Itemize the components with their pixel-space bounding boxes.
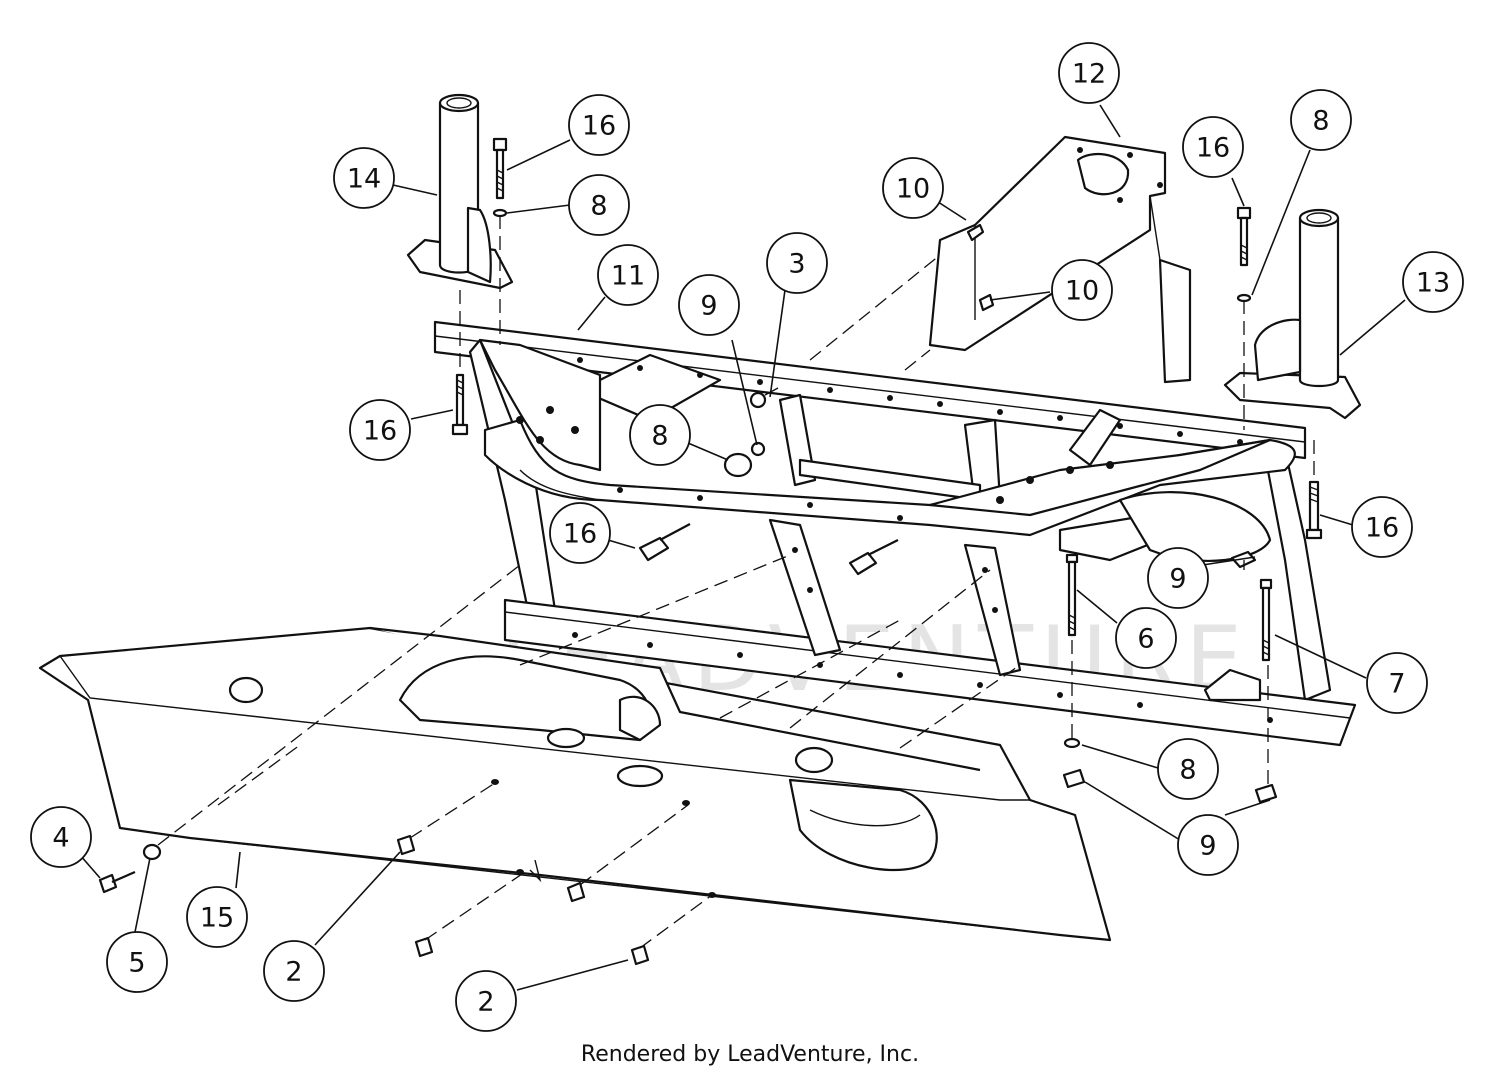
callout-10: 10 [882,157,944,219]
svg-text:10: 10 [896,174,930,205]
svg-text:16: 16 [363,416,397,447]
callout-16: 16 [349,399,411,461]
main-frame [433,320,1357,747]
svg-text:2: 2 [285,957,302,988]
leader-lines [79,104,1406,991]
svg-text:16: 16 [1365,513,1399,544]
svg-text:16: 16 [1196,133,1230,164]
svg-text:9: 9 [1199,831,1216,862]
left-spindle-mount [406,93,514,290]
svg-text:8: 8 [1179,755,1196,786]
callout-8: 8 [568,174,630,236]
svg-text:16: 16 [582,111,616,142]
svg-text:9: 9 [1169,564,1186,595]
svg-text:3: 3 [788,249,805,280]
callout-11: 11 [597,244,659,306]
callout-9: 9 [1147,547,1209,609]
svg-text:9: 9 [700,291,717,322]
svg-text:8: 8 [1312,106,1329,137]
callout-4: 4 [30,806,92,868]
callout-16: 16 [1351,496,1413,558]
callout-9: 9 [1177,814,1239,876]
svg-text:14: 14 [347,164,381,195]
hardware [98,137,1323,966]
svg-text:4: 4 [52,823,69,854]
callout-16: 16 [549,502,611,564]
svg-text:13: 13 [1416,268,1450,299]
callout-2: 2 [455,970,517,1032]
svg-text:2: 2 [477,987,494,1018]
svg-text:8: 8 [590,191,607,222]
callout-8: 8 [1157,738,1219,800]
callout-16: 16 [1182,116,1244,178]
upper-bracket [928,135,1192,384]
callout-3: 3 [766,232,828,294]
svg-text:6: 6 [1137,624,1154,655]
right-spindle-mount [1223,208,1362,420]
callout-6: 6 [1115,607,1177,669]
callout-9: 9 [678,274,740,336]
svg-text:5: 5 [128,948,145,979]
callout-13: 13 [1402,251,1464,313]
callout-12: 12 [1058,42,1120,104]
callout-7: 7 [1366,652,1428,714]
svg-text:16: 16 [563,519,597,550]
callouts: 16 14 8 11 3 9 8 16 12 10 10 16 8 13 16 … [30,42,1464,1032]
callout-2: 2 [263,940,325,1002]
callout-5: 5 [106,931,168,993]
callout-14: 14 [333,147,395,209]
callout-8: 8 [629,404,691,466]
svg-text:7: 7 [1388,669,1405,700]
callout-10: 10 [1051,259,1113,321]
callout-16: 16 [568,94,630,156]
footer-credit: Rendered by LeadVenture, Inc. [580,1042,920,1067]
svg-text:8: 8 [651,421,668,452]
svg-text:15: 15 [200,903,234,934]
svg-text:11: 11 [611,261,645,292]
svg-text:10: 10 [1065,276,1099,307]
assembly-lines [157,215,1315,949]
svg-text:12: 12 [1072,59,1106,90]
callout-8: 8 [1290,89,1352,151]
callout-15: 15 [186,886,248,948]
